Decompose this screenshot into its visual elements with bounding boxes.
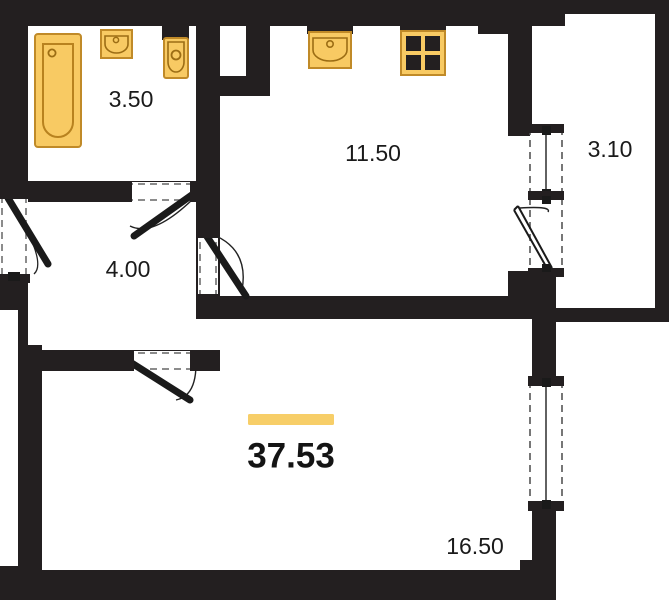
stove-icon xyxy=(400,26,446,76)
doors-group xyxy=(0,181,564,404)
windows-group xyxy=(528,124,564,511)
bathroom-door xyxy=(120,181,204,240)
shaft-bottom-wall xyxy=(196,76,270,96)
entrance-door xyxy=(0,190,52,283)
living-top-wall xyxy=(196,296,556,319)
kitchen-inner-notch-wall xyxy=(478,26,508,34)
room-area-living-room: 16.50 xyxy=(446,533,504,559)
balcony-window xyxy=(528,124,564,200)
bathroom-right-wall xyxy=(196,14,220,202)
room-area-balcony: 3.10 xyxy=(588,136,633,162)
bathtub-icon xyxy=(34,33,82,148)
total-area-accent-bar xyxy=(248,414,334,425)
balcony-bottom-wall xyxy=(556,308,669,322)
living-room-window xyxy=(528,376,564,511)
top-wall-band xyxy=(0,0,565,26)
toilet-icon xyxy=(162,26,189,79)
fixtures-group xyxy=(34,26,446,148)
room-area-hallway: 4.00 xyxy=(106,256,151,282)
living-bottom-right-step xyxy=(520,560,556,590)
living-room-door xyxy=(120,350,204,404)
total-area-badge: 37.53 xyxy=(247,414,335,475)
bathroom-sink-icon xyxy=(100,29,133,59)
room-labels-group: 3.50 11.50 4.00 3.10 16.50 xyxy=(106,86,633,559)
kitchen-top-notch-wall xyxy=(486,14,508,26)
balcony-right-wall xyxy=(655,0,669,322)
balcony-door xyxy=(513,191,564,277)
total-area-value: 37.53 xyxy=(247,436,335,475)
outer-bottom-wall xyxy=(18,570,556,600)
room-area-bathroom: 3.50 xyxy=(109,86,154,112)
living-left-wall xyxy=(18,345,42,578)
kitchen-sink-icon xyxy=(307,26,353,69)
kitchen-right-wall-upper xyxy=(508,14,532,136)
balcony-top-wall xyxy=(556,0,669,14)
room-area-kitchen: 11.50 xyxy=(345,140,401,166)
hallway-living-door xyxy=(196,226,250,306)
